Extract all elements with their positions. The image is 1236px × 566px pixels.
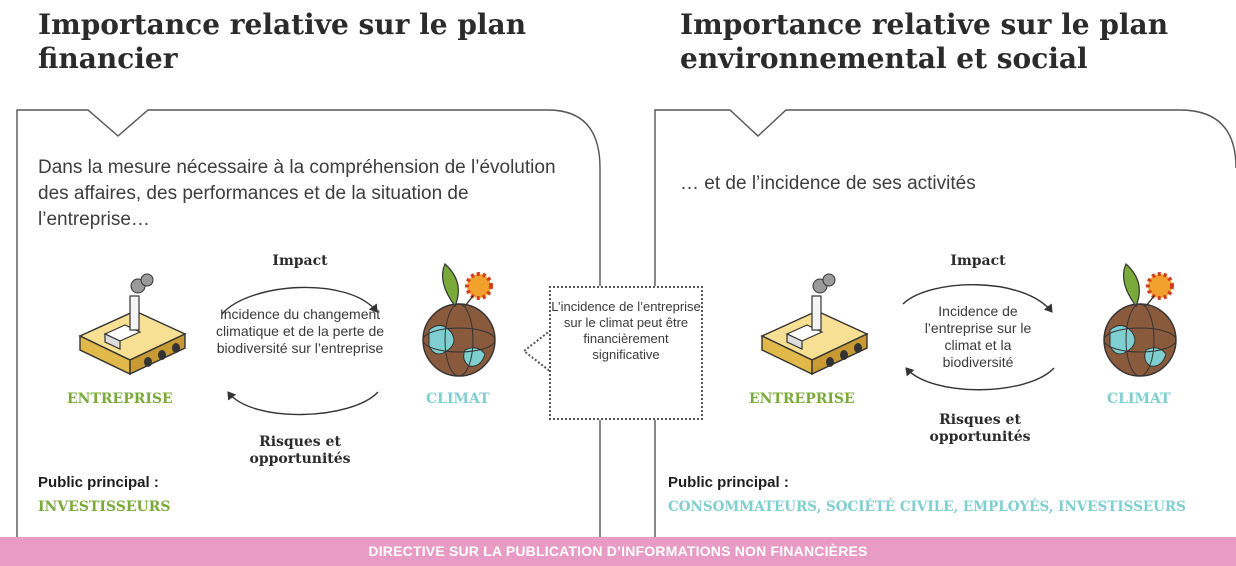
- climat-label-right: CLIMAT: [1107, 391, 1171, 407]
- entreprise-label-left: ENTREPRISE: [67, 391, 173, 407]
- center-text-right: Incidence de l’entreprise sur le climat …: [924, 303, 1032, 370]
- public-value-right: CONSOMMATEURS, SOCIÉTÉ CIVILE, EMPLOYÉS,…: [668, 499, 1186, 515]
- risk-label-right: Risques et opportunités: [929, 412, 1031, 445]
- globe-icon: [1103, 263, 1177, 377]
- climat-label-left: CLIMAT: [426, 391, 490, 407]
- impact-label-left: Impact: [272, 253, 328, 269]
- title-environmental-social: Importance relative sur le plan environn…: [680, 8, 1169, 75]
- center-text-left: Incidence du changement climatique et de…: [215, 306, 385, 356]
- left-panel-frame: [16, 109, 601, 537]
- note-pointer: [522, 329, 552, 373]
- risk-arrow-right: [905, 367, 1055, 391]
- impact-label-right: Impact: [950, 253, 1006, 269]
- title-financial: Importance relative sur le plan financie…: [38, 8, 527, 75]
- note-text: L’incidence de l’entreprise sur le clima…: [551, 299, 701, 362]
- public-label-left: Public principal :: [38, 474, 159, 491]
- right-panel-frame: [654, 109, 1236, 537]
- lead-text-left: Dans la mesure nécessaire à la compréhen…: [38, 157, 556, 230]
- factory-icon: [78, 273, 187, 376]
- public-label-right: Public principal :: [668, 474, 789, 491]
- globe-icon: [422, 263, 496, 377]
- risk-label-left: Risques et opportunités: [249, 434, 351, 467]
- impact-arrow-right: [902, 284, 1053, 313]
- risk-arrow-left: [227, 391, 379, 416]
- lead-text-right: … et de l’incidence de ses activités: [680, 173, 976, 194]
- impact-arrow-left: [221, 286, 378, 315]
- public-value-left: INVESTISSEURS: [38, 499, 171, 515]
- note-box: L’incidence de l’entreprise sur le clima…: [549, 286, 703, 420]
- entreprise-label-right: ENTREPRISE: [749, 391, 855, 407]
- directive-banner: DIRECTIVE SUR LA PUBLICATION D’INFORMATI…: [0, 537, 1236, 566]
- factory-icon: [760, 273, 869, 376]
